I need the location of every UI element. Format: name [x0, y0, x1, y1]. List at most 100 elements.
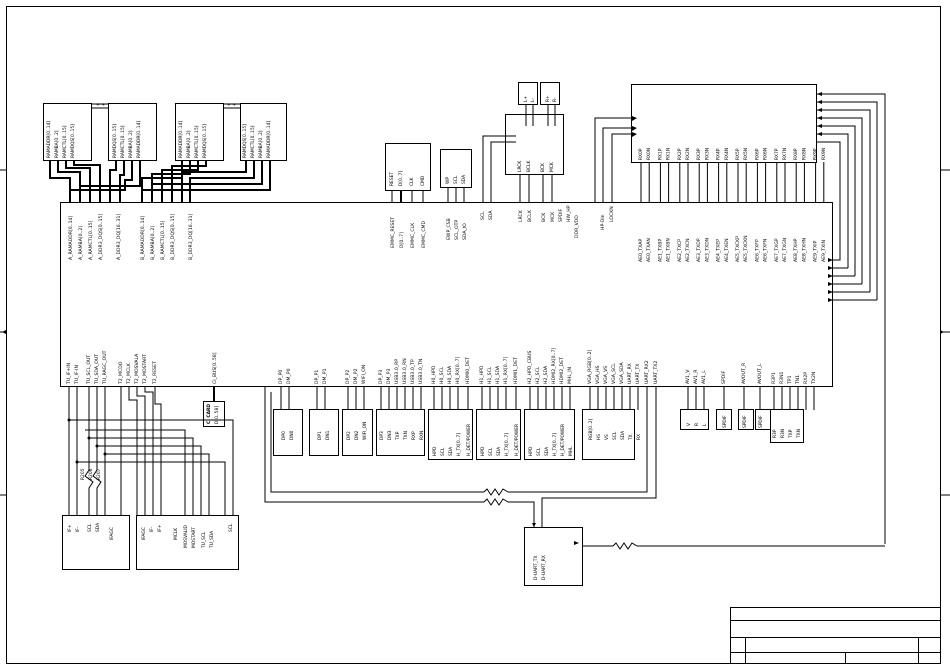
emmc-pin: CMD: [420, 175, 426, 186]
usb-port-pin: DP0: [281, 431, 287, 440]
soc-pin-ci: T2_MOSTART: [142, 354, 148, 385]
soc-pin-io: DP_P1: [314, 370, 320, 384]
spdif-port-0: [716, 409, 732, 430]
soc-pin-lvds: AE4_TXEP: [716, 239, 722, 262]
emmc-wiring: [391, 190, 424, 203]
debug-uart-pin: D-UART_TX: [533, 556, 539, 580]
soc-pin-lvds: AE7_TXGP: [774, 238, 780, 262]
scl-sda-wiring: [482, 135, 516, 203]
right-loop-wiring: [817, 93, 886, 544]
lan-port-pin: R3P: [772, 429, 778, 438]
tuner2-pin: TU_SCL: [201, 531, 207, 549]
hdmi-port-pin: HPD: [432, 446, 438, 456]
audio-conn-pin: R+: [545, 95, 551, 102]
soc-pin-ci-bus: CI_BUS[0..58]: [212, 352, 218, 384]
lvds-conn-pin: RX6N: [763, 148, 769, 160]
lan-port-pin: TXN: [796, 429, 802, 439]
spdif-port-1: [738, 409, 754, 430]
tuner-wiring: [68, 386, 234, 516]
ddr-b-left-pin: RAMDQS[0..15]: [202, 124, 208, 158]
soc-pin-lvds: AE1_TXBP: [657, 239, 663, 262]
soc-pin-io: USB3.0_TP: [410, 359, 416, 384]
soc-pin-lvds: AE0_TXAP: [638, 239, 644, 262]
ddr-a-right-pin: RAMBA[0..2]: [128, 130, 134, 158]
ddr-a-left-pin: RAMDQS[0..15]: [70, 124, 76, 158]
usb-port-pin: TXP: [395, 431, 401, 441]
soc-pin-io: H0_SDA: [447, 365, 453, 384]
resistor-label: R207: [96, 468, 102, 480]
usb-port-pin: DN0: [289, 430, 295, 440]
soc-pin-a-ddr: A_RAMCTL[0..15]: [88, 220, 94, 260]
lvds-conn-pin: RX0N: [646, 148, 652, 160]
ddr-b-left-pin: RAMADDR[0..14]: [178, 121, 184, 158]
soc-pin-io: AVOUT_R: [741, 362, 747, 384]
eeprom-pin: WP: [445, 177, 451, 184]
soc-pin-b-ddr: B_RAMCTL[0..15]: [160, 220, 166, 260]
soc-pin-emmc: D[0..7]: [399, 232, 405, 248]
soc-pin-lvds: AE9_TXIP: [813, 240, 819, 262]
debug-uart-arrows: [532, 523, 579, 545]
vga-port: [582, 409, 635, 460]
eeprom-pin: SCL: [453, 175, 459, 184]
soc-pin-misc: LOCKN: [609, 206, 615, 222]
ddr-a-right-pin: RAMADDR[0..14]: [136, 121, 142, 158]
lvds-conn-pin: RX1P: [657, 148, 663, 160]
ddr-a-right-pin: RAMDQS[0..15]: [112, 124, 118, 158]
soc-pin-io: DM_P0: [286, 368, 292, 384]
soc-pin-io: H1_SDA: [495, 365, 501, 384]
hdmi-port-pin: H_DET/POWER: [560, 424, 566, 456]
right-margin-arrow: [940, 330, 944, 334]
usb-port-pin: RXN: [419, 431, 425, 440]
soc-pin-lvds: AE1_TXBN: [666, 238, 672, 262]
tuner2-pin: IF+: [157, 524, 163, 532]
ddr-b-left-pin: RAMBA[0..2]: [186, 130, 192, 158]
tuner2-pin: IFAGC: [141, 527, 147, 540]
hdmi-port-pin: H_DET/POWER: [466, 424, 472, 456]
soc-pin-io: DM_P3: [386, 368, 392, 384]
lvds-conn-pin: RX2N: [685, 148, 691, 160]
tuner2-pin: MOSTART: [191, 527, 197, 548]
soc-pin-a-ddr: A_RAMADDR[0..14]: [68, 216, 74, 260]
soc-pin-io: VGA_SCL: [611, 363, 617, 384]
soc-pin-lvds: AE3_TXDN: [704, 238, 710, 262]
usb-port-pin: DN2: [354, 430, 360, 440]
soc-pin-io: DP_P3: [378, 370, 384, 384]
soc-pin-io: TN1: [795, 375, 801, 385]
usb-port-pin: DP3: [379, 431, 385, 440]
soc-pin-io: DM_P2: [353, 368, 359, 384]
soc-top-ddr-labels: A_RAMADDR[0..14] A_RAMBA[0..2] A_RAMCTL[…: [68, 214, 194, 260]
av-port-pin: L: [702, 423, 708, 426]
soc-pin-mid: SDA: [488, 210, 494, 220]
junction-dots: [67, 418, 107, 464]
ddr-a-right-pin: RAMCTL[0..15]: [120, 125, 126, 158]
av-port: [680, 409, 709, 430]
lvds-conn-pin: RX5N: [743, 148, 749, 160]
ddr-chip-b-pins: RAMADDR[0..14] RAMBA[0..2] RAMCTL[0..15]…: [178, 121, 272, 158]
soc-pin-io: H0_SCL: [439, 366, 445, 384]
debug-uart-block: [524, 527, 583, 586]
lan-port: [770, 409, 804, 443]
hdmi-port-pin: HPD: [480, 446, 486, 456]
audio-amp-pin: BCLK: [526, 161, 532, 172]
lvds-conn-pin: RX6P: [754, 148, 760, 160]
soc-pin-io: RX2P: [803, 372, 809, 384]
eeprom-block-pins: WP SCL SDA: [445, 175, 467, 184]
soc-pin-i2c: SCL_OTP: [454, 220, 460, 240]
tuner1-pin: SCL: [87, 523, 93, 532]
soc-pin-i2s: BCK: [541, 212, 547, 222]
soc-pin-i2s: LRCK: [518, 209, 524, 222]
emmc-pin: CLK: [409, 177, 415, 186]
audio-conn-pin: L+: [523, 96, 529, 102]
ddr-b-jumper-marker: + +: [227, 102, 236, 108]
soc-pin-a-ddr: A_DDR3_DQS[0..15]: [98, 214, 104, 260]
soc-pin-tuner: TU_RAGC_OUT: [102, 350, 108, 385]
hdmi-port-pin: SCL: [440, 447, 446, 456]
ddr-chip-a-pins: RAMADDR[0..14] RAMBA[0..2] RAMCTL[0..15]…: [46, 121, 142, 158]
title-block: [730, 607, 941, 664]
lvds-conn-pin: RX8P: [793, 148, 799, 160]
soc-pin-tuner: TU_IF+IN: [66, 363, 72, 385]
soc-pin-lvds: AE6_TXFN: [763, 239, 769, 262]
lvds-conn-pin: RX4P: [716, 148, 722, 160]
lan-port-pin: TXP: [788, 429, 794, 439]
